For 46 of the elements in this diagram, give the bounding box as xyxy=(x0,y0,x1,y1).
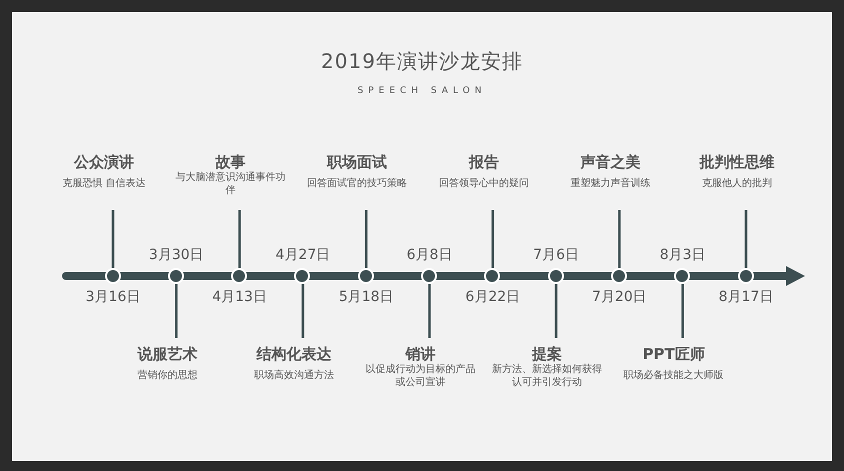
connector-line xyxy=(175,284,178,338)
event-title: 提案 xyxy=(532,345,562,363)
event-description: 以促成行动为目标的产品或公司宣讲 xyxy=(364,363,476,389)
event-title: 故事 xyxy=(216,153,246,171)
connector-line xyxy=(492,210,494,268)
date-label: 3月30日 xyxy=(148,246,205,264)
date-label: 7月20日 xyxy=(591,288,648,306)
connector-line xyxy=(302,284,304,338)
event-description: 新方法、新选择如何获得认可并引发行动 xyxy=(491,363,604,389)
event-description: 职场高效沟通方法 xyxy=(252,369,335,382)
event-title: 销讲 xyxy=(406,345,436,363)
event-title: 公众演讲 xyxy=(74,153,134,171)
event-description: 与大脑潜意识沟通事件功伴 xyxy=(174,171,287,197)
event-description: 营销你的思想 xyxy=(136,369,198,382)
connector-line xyxy=(428,284,431,338)
date-label: 6月8日 xyxy=(406,246,454,264)
connector-line xyxy=(681,284,684,338)
date-label: 3月16日 xyxy=(84,288,142,306)
connector-line xyxy=(364,210,368,268)
subtitle: SPEECH SALON xyxy=(356,86,488,96)
date-label: 6月22日 xyxy=(464,288,522,306)
event-title: 职场面试 xyxy=(327,153,388,171)
event-description: 回答面试官的技巧策略 xyxy=(306,177,408,190)
event-title: 结构化表达 xyxy=(256,345,332,363)
event-title: 批判性思维 xyxy=(700,153,774,171)
event-title: 说服艺术 xyxy=(137,345,198,363)
connector-line xyxy=(112,210,114,268)
diagram-title: 2019年演讲沙龙安排 xyxy=(320,48,524,75)
date-label: 8月3日 xyxy=(658,246,707,264)
date-label: 5月18日 xyxy=(338,288,395,306)
connector-line xyxy=(618,210,621,268)
date-label: 7月6日 xyxy=(532,246,580,264)
date-label: 4月27日 xyxy=(274,246,332,264)
date-label: 4月13日 xyxy=(211,288,268,306)
event-description: 职场必备技能之大师版 xyxy=(622,369,725,382)
connector-line xyxy=(238,210,241,268)
event-description: 克服他人的批判 xyxy=(701,177,773,190)
connector-line xyxy=(554,284,558,338)
event-title: 报告 xyxy=(468,153,499,171)
event-title: PPT匠师 xyxy=(642,345,705,363)
event-description: 克服恐惧 自信表达 xyxy=(61,177,147,190)
connector-line xyxy=(744,210,748,268)
date-label: 8月17日 xyxy=(718,288,774,306)
event-title: 声音之美 xyxy=(580,153,640,171)
event-description: 重塑魅力声音训练 xyxy=(569,177,652,190)
event-description: 回答领导心中的疑问 xyxy=(438,177,530,190)
